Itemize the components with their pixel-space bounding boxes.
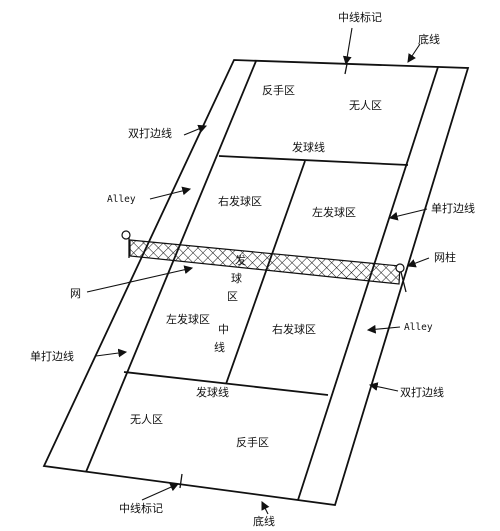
service-line-top [218,155,409,166]
center-mark-top [344,63,348,75]
singles-sideline-left [85,60,257,473]
label-right-service-top: 右发球区 [218,194,262,208]
arrow-icon [342,27,353,66]
label-backhand-bottom: 反手区 [236,435,269,449]
label-no-mans-land-bottom: 无人区 [130,413,163,426]
label-singles-sideline-left: 单打边线 [30,349,74,363]
label-center-service-line-1: 发 [235,253,246,267]
label-center-service-line-5: 线 [214,340,225,354]
label-doubles-sideline-left: 双打边线 [128,126,172,140]
label-service-line-bottom: 发球线 [196,385,229,399]
label-center-service-line-4: 中 [218,323,229,336]
label-left-service-bottom: 左发球区 [166,312,210,326]
label-center-service-line-3: 区 [227,290,238,303]
label-left-service-top: 左发球区 [312,205,356,219]
label-no-mans-land-top: 无人区 [349,99,382,112]
net [129,239,401,285]
label-center-mark-top: 中线标记 [338,10,382,24]
label-net-post: 网柱 [434,250,456,264]
arrow-icon [407,43,421,63]
label-net: 网 [70,287,81,300]
arrow-icon [141,483,180,501]
arrow-icon [261,501,270,515]
arrow-icon [183,124,208,136]
label-right-service-bottom: 右发球区 [272,322,316,336]
label-alley-left: Alley [107,194,136,205]
label-center-service-line-2: 球 [231,271,242,285]
net-post-icon [395,263,405,273]
label-alley-right: Alley [404,322,433,333]
arrow-icon [368,382,399,392]
arrow-icon [388,208,428,221]
arrow-icon [149,186,192,200]
center-mark-bottom [179,473,183,489]
label-center-mark-bottom: 中线标记 [119,501,163,515]
label-doubles-sideline-right: 双打边线 [400,385,444,399]
label-baseline-bottom: 底线 [253,514,275,528]
label-backhand-top: 反手区 [262,83,295,97]
arrow-icon [366,324,401,334]
label-service-line-top: 发球线 [292,140,325,154]
net-post-left-cap [121,230,131,240]
label-baseline-top: 底线 [418,32,440,46]
arrow-icon [86,265,194,293]
arrow-icon [95,348,128,358]
singles-sideline-right [297,66,439,501]
center-service-line [225,160,306,385]
arrow-icon [406,257,430,268]
court-outline [42,59,470,506]
label-singles-sideline-right: 单打边线 [431,201,475,215]
